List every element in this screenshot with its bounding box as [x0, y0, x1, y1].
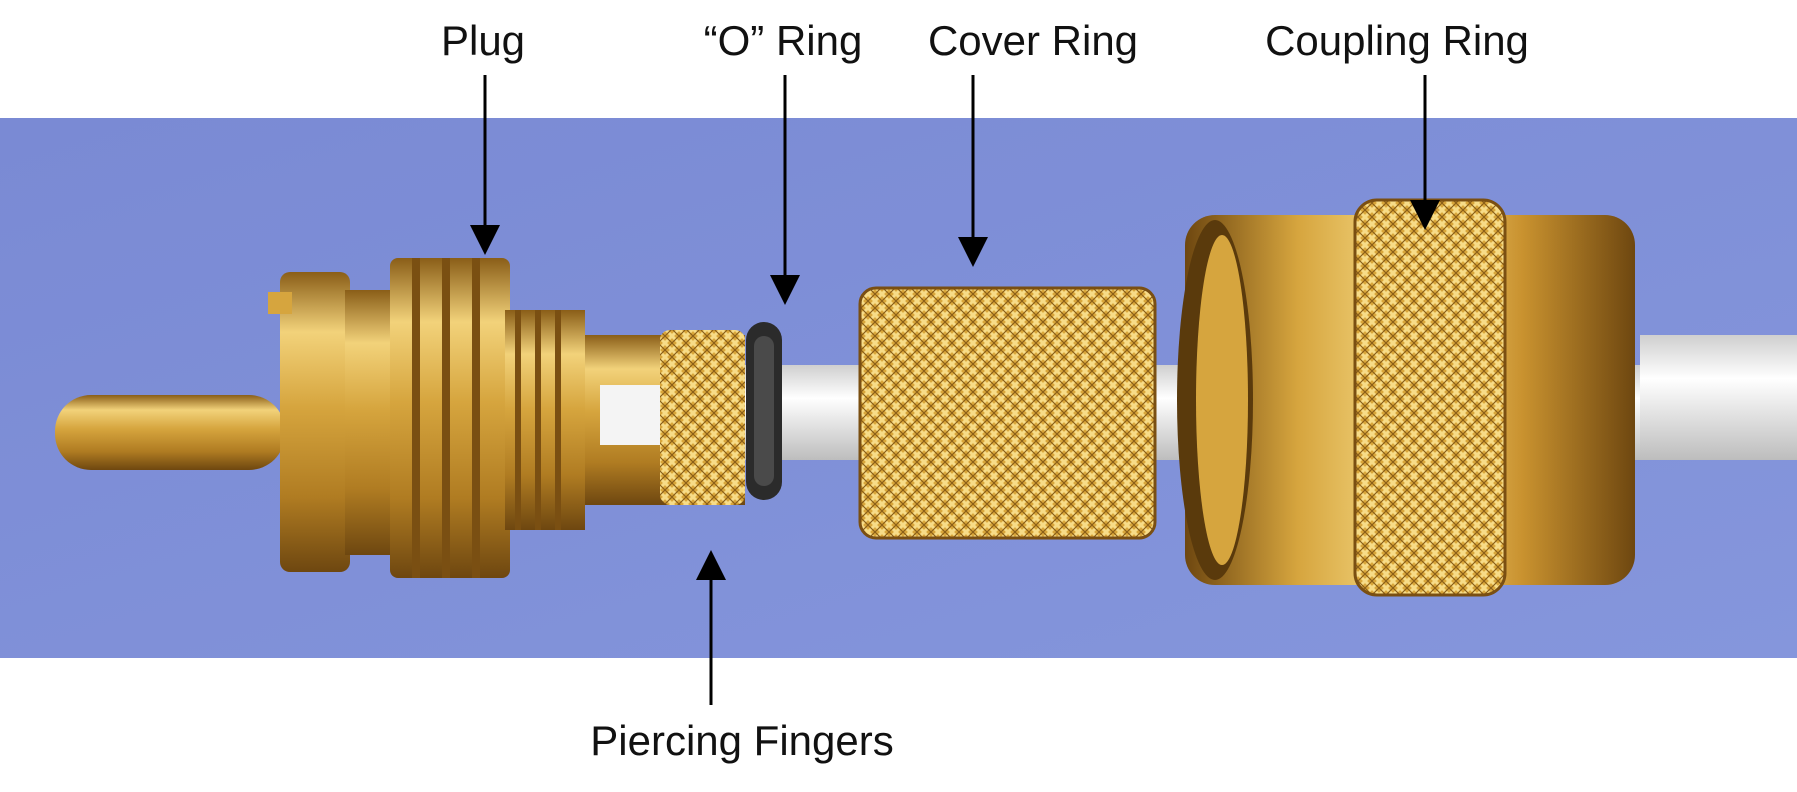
label-o-ring: “O” Ring [703, 17, 863, 64]
label-coupling-ring: Coupling Ring [1265, 17, 1529, 64]
center-pin [55, 395, 285, 470]
piercing-fingers [585, 330, 745, 505]
label-plug: Plug [440, 17, 526, 64]
cable-jacket [1640, 335, 1797, 460]
plug-body [268, 258, 585, 578]
coupling-ring [1177, 198, 1635, 597]
cover-ring [858, 286, 1157, 540]
label-cover-ring: Cover Ring [927, 17, 1139, 64]
callout-arrows [470, 75, 1440, 705]
label-piercing-fingers: Piercing Fingers [590, 717, 894, 764]
